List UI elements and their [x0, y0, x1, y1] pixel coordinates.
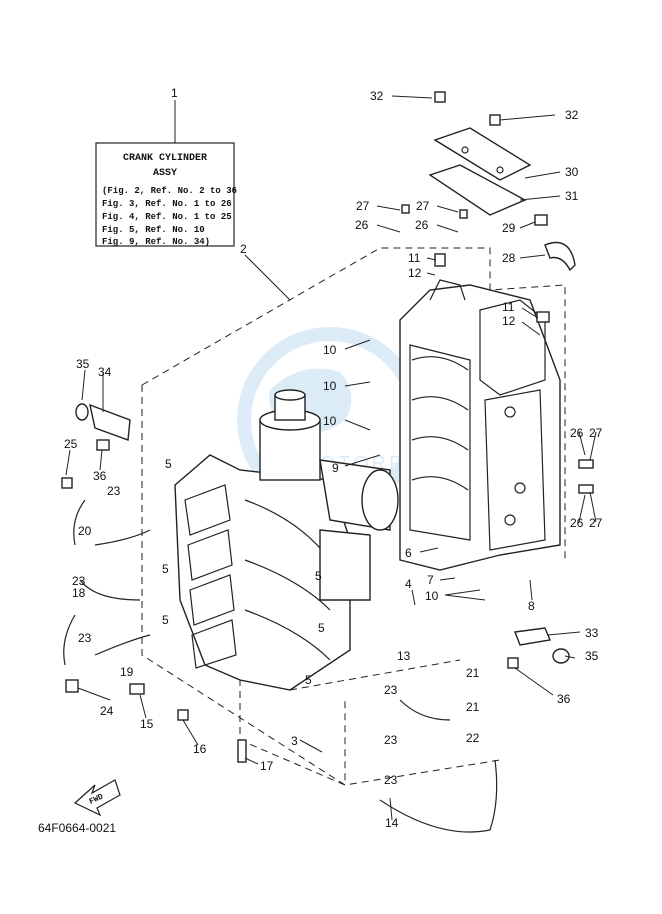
callout-line-1: (Fig. 2, Ref. No. 2 to 36: [102, 186, 237, 196]
leader-lines: [65, 95, 597, 821]
callout-23f: 23: [384, 773, 398, 787]
callout-25: 25: [64, 437, 78, 451]
callout-subtitle: ASSY: [153, 168, 177, 179]
callout-34: 34: [98, 365, 112, 379]
callout-5b: 5: [162, 562, 169, 576]
callout-line-4: Fig. 5, Ref. No. 10: [102, 225, 205, 235]
callout-23c: 23: [78, 631, 92, 645]
callout-12b: 12: [502, 314, 516, 328]
callout-10c: 10: [323, 414, 337, 428]
callout-16: 16: [193, 742, 207, 756]
callout-23a: 23: [107, 484, 121, 498]
callout-33: 33: [585, 626, 599, 640]
callout-line-3: Fig. 4, Ref. No. 1 to 25: [102, 212, 232, 222]
callout-30: 30: [565, 165, 579, 179]
callout-27a: 27: [356, 199, 370, 213]
callout-27b: 27: [416, 199, 430, 213]
callout-10a: 10: [323, 343, 337, 357]
callout-line-5: Fig. 9, Ref. No. 34): [102, 237, 210, 247]
callout-8: 8: [528, 599, 535, 613]
callout-5f: 5: [305, 673, 312, 687]
assembly-boundary: [141, 247, 566, 786]
callout-23b: 23: [72, 574, 86, 588]
callout-13: 13: [397, 649, 411, 663]
callout-18: 18: [72, 586, 86, 600]
crankcase: [174, 454, 351, 691]
fwd-arrow-icon: FWD: [73, 779, 121, 817]
callout-21b: 21: [466, 700, 480, 714]
callout-1: 1: [171, 86, 178, 100]
callout-28: 28: [502, 251, 516, 265]
callout-29: 29: [502, 221, 516, 235]
callout-19: 19: [120, 665, 134, 679]
callout-17: 17: [260, 759, 274, 773]
callout-12a: 12: [408, 266, 422, 280]
callout-32b: 32: [565, 108, 579, 122]
callout-5c: 5: [162, 613, 169, 627]
callout-35b: 35: [585, 649, 599, 663]
callout-5e: 5: [318, 621, 325, 635]
callout-3: 3: [291, 734, 298, 748]
callout-10d: 10: [425, 589, 439, 603]
callout-36b: 36: [557, 692, 571, 706]
callout-21a: 21: [466, 666, 480, 680]
part-callouts: 1 2 3 4 5 5 5 5 5 5 6 7 8 9 10 10 10 10 …: [64, 86, 603, 830]
exhaust-cover: [428, 127, 532, 216]
callout-32a: 32: [370, 89, 384, 103]
bracket-28: [544, 241, 576, 272]
crankshaft-cylinder: [259, 389, 399, 601]
callout-35a: 35: [76, 357, 90, 371]
callout-36a: 36: [93, 469, 107, 483]
callout-27c: 27: [589, 426, 603, 440]
callout-title: CRANK CYLINDER: [123, 153, 207, 164]
callout-15: 15: [140, 717, 154, 731]
callout-4: 4: [405, 577, 412, 591]
elbow-fittings: [75, 403, 570, 664]
callout-23d: 23: [384, 683, 398, 697]
hoses: [63, 499, 498, 833]
callout-6: 6: [405, 546, 412, 560]
callout-22: 22: [466, 731, 480, 745]
callout-7: 7: [427, 573, 434, 587]
callout-20: 20: [78, 524, 92, 538]
callout-14: 14: [385, 816, 399, 830]
drawing-code: 64F0664-0021: [38, 821, 116, 835]
callout-11a: 11: [408, 251, 421, 265]
bolts: [61, 91, 594, 763]
callout-27d: 27: [589, 516, 603, 530]
callout-24: 24: [100, 704, 114, 718]
callout-2: 2: [240, 242, 247, 256]
callout-11b: 11: [502, 300, 515, 314]
cylinder-block: [399, 279, 561, 571]
callout-9: 9: [332, 461, 339, 475]
assembly-callout-box: CRANK CYLINDER ASSY (Fig. 2, Ref. No. 2 …: [95, 142, 237, 247]
callout-line-2: Fig. 3, Ref. No. 1 to 26: [102, 199, 232, 209]
callout-31: 31: [565, 189, 579, 203]
callout-5d: 5: [315, 569, 322, 583]
callout-10b: 10: [323, 379, 337, 393]
callout-26a: 26: [355, 218, 369, 232]
callout-5a: 5: [165, 457, 172, 471]
callout-26c: 26: [570, 426, 584, 440]
callout-26b: 26: [415, 218, 429, 232]
callout-26d: 26: [570, 516, 584, 530]
callout-23e: 23: [384, 733, 398, 747]
